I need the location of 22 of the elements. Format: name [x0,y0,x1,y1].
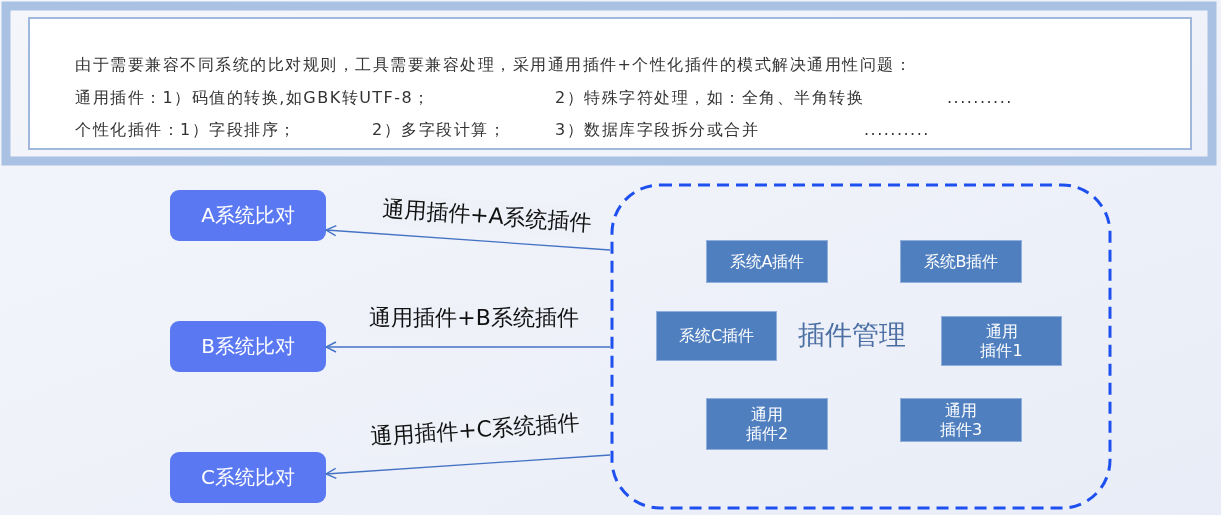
container-title: 插件管理 [798,318,906,352]
plugin-box: 系统B插件 [900,240,1022,283]
plugin-box: 通用插件1 [941,316,1062,366]
arrow [325,341,611,353]
arrow [325,454,611,479]
note-text: 个性化插件：1）字段排序； [75,120,297,141]
note-text: 通用插件：1）码值的转换,如GBK转UTF-8； [75,88,431,109]
note-text: .......... [864,120,930,139]
plugin-box: 系统C插件 [656,311,777,361]
system-box: A系统比对 [170,190,326,241]
plugin-box: 系统A插件 [706,240,828,283]
note-text: 2）多字段计算； [372,120,507,141]
arrow [325,225,611,251]
plugin-box: 通用插件2 [706,398,828,450]
note-text: .......... [947,88,1013,107]
system-box: B系统比对 [170,321,326,372]
note-text: 3）数据库字段拆分或合并 [555,120,760,141]
plugin-box: 通用插件3 [900,398,1022,442]
note-text: 由于需要兼容不同系统的比对规则，工具需要兼容处理，采用通用插件+个性化插件的模式解决通用性问题： [75,55,913,76]
note-panel [28,17,1192,150]
note-text: 2）特殊字符处理，如：全角、半角转换 [555,88,865,109]
system-box: C系统比对 [170,452,326,503]
